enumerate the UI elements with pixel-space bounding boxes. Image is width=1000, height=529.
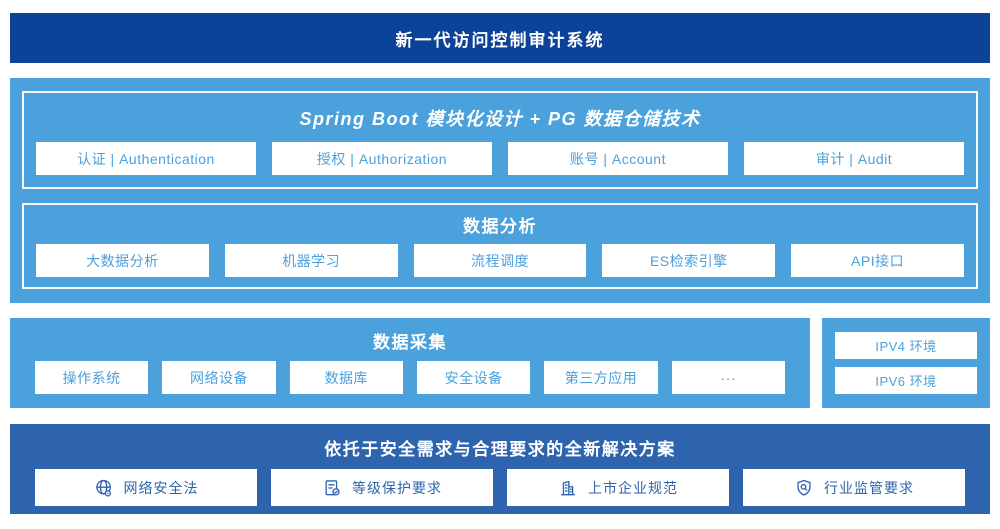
document-check-icon (322, 478, 342, 498)
collection-chip-os: 操作系统 (35, 361, 149, 394)
collection-chip-third-party: 第三方应用 (544, 361, 658, 394)
globe-location-icon (94, 478, 114, 498)
environment-panel: IPV4 环境 IPV6 环境 (822, 318, 990, 408)
analysis-chip-bigdata: 大数据分析 (36, 244, 209, 277)
data-collection-panel: 数据采集 操作系统 网络设备 数据库 安全设备 第三方应用 ··· (10, 318, 810, 408)
data-analysis-section: 数据分析 大数据分析 机器学习 流程调度 ES检索引擎 API接口 (22, 203, 978, 289)
analysis-chip-machine-learning: 机器学习 (224, 244, 398, 277)
system-title: 新一代访问控制审计系统 (395, 30, 605, 50)
module-chip-authentication: 认证 | Authentication (36, 142, 256, 175)
header-banner: 新一代访问控制审计系统 (10, 13, 990, 63)
analysis-chip-api: API接口 (791, 244, 964, 277)
module-chip-account: 账号 | Account (508, 142, 728, 175)
solution-item-cybersecurity-law: 网络安全法 (35, 469, 257, 506)
modules-row: 认证 | Authentication 授权 | Authorization 账… (24, 142, 976, 175)
modules-section-title: Spring Boot 模块化设计 + PG 数据仓储技术 (299, 109, 701, 129)
solution-item-industry-regulation: 行业监管要求 (743, 469, 965, 506)
analysis-chip-es-search: ES检索引擎 (602, 244, 776, 277)
solution-panel: 依托于安全需求与合理要求的全新解决方案 网络安全法 (10, 424, 990, 514)
solution-item-classified-protection: 等级保护要求 (271, 469, 493, 506)
springboot-modules-section: Spring Boot 模块化设计 + PG 数据仓储技术 认证 | Authe… (22, 91, 978, 189)
module-chip-audit: 审计 | Audit (744, 142, 964, 175)
collection-row: 操作系统 网络设备 数据库 安全设备 第三方应用 ··· (10, 361, 810, 394)
analysis-section-title: 数据分析 (463, 217, 537, 236)
env-chip-ipv4: IPV4 环境 (835, 332, 977, 359)
solution-title: 依托于安全需求与合理要求的全新解决方案 (324, 440, 676, 459)
solution-item-listed-company: 上市企业规范 (507, 469, 729, 506)
collection-chip-database: 数据库 (289, 361, 403, 394)
collection-chip-network-device: 网络设备 (162, 361, 276, 394)
solution-row: 网络安全法 等级保护要求 (10, 469, 990, 506)
solution-item-label: 行业监管要求 (824, 479, 914, 496)
solution-item-label: 网络安全法 (123, 479, 199, 496)
analysis-row: 大数据分析 机器学习 流程调度 ES检索引擎 API接口 (24, 244, 976, 277)
platform-panel: Spring Boot 模块化设计 + PG 数据仓储技术 认证 | Authe… (10, 78, 990, 303)
env-chip-ipv6: IPV6 环境 (835, 367, 977, 394)
collection-chip-ellipsis: ··· (671, 361, 785, 394)
solution-item-label: 上市企业规范 (588, 479, 678, 496)
module-chip-authorization: 授权 | Authorization (272, 142, 492, 175)
buildings-icon (558, 478, 578, 498)
analysis-chip-workflow: 流程调度 (413, 244, 587, 277)
shield-search-icon (794, 478, 814, 498)
solution-item-label: 等级保护要求 (352, 479, 442, 496)
collection-title: 数据采集 (373, 333, 447, 352)
collection-chip-security-device: 安全设备 (416, 361, 531, 394)
